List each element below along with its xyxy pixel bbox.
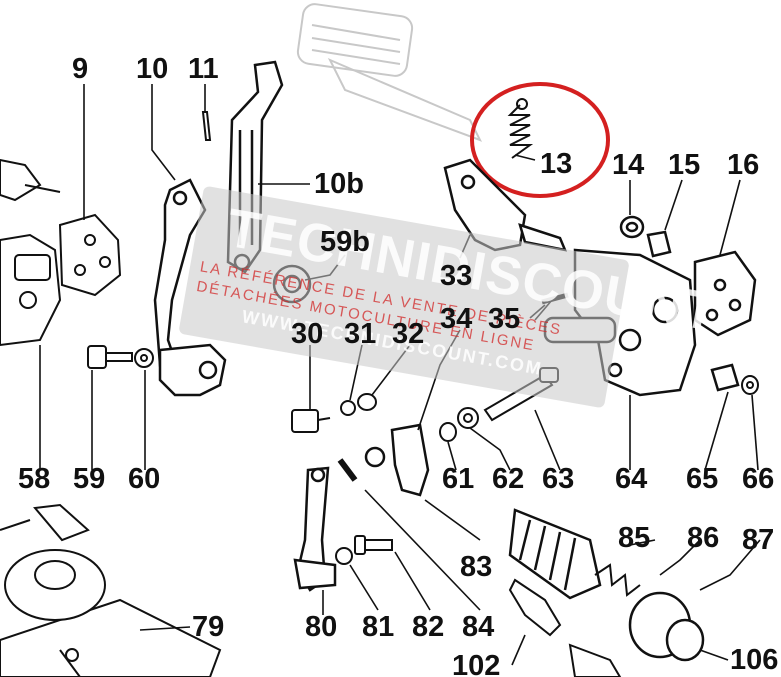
part-label-82: 82: [412, 611, 445, 643]
part-79-base: [0, 503, 222, 677]
part-label-9: 9: [72, 53, 89, 85]
part-label-63: 63: [542, 463, 575, 495]
part-label-81: 81: [362, 611, 395, 643]
part-label-84: 84: [462, 611, 495, 643]
part-label-86: 86: [687, 522, 720, 554]
part-87-106-cap: [628, 591, 705, 662]
part-label-11: 11: [188, 53, 219, 85]
part-80-arm: [293, 466, 337, 592]
part-label-62: 62: [492, 463, 525, 495]
part-label-83: 83: [460, 551, 493, 583]
part-11-clip: [201, 111, 212, 141]
part-65-bushing: [710, 363, 740, 392]
part-label-61: 61: [442, 463, 475, 495]
part-label-35: 35: [488, 303, 521, 335]
part-label-106: 106: [730, 644, 779, 676]
part-58-housing: [0, 158, 62, 347]
part-label-59: 59: [73, 463, 106, 495]
part-16-plate: [693, 250, 757, 337]
part-15-bushing: [646, 230, 672, 258]
part-9-bracket: [58, 213, 122, 297]
part-81-82-bolt: [335, 535, 393, 565]
part-label-65: 65: [686, 463, 719, 495]
part-label-59b: 59b: [320, 226, 370, 258]
part-102-fitting: [508, 578, 622, 677]
part-label-15: 15: [668, 149, 701, 181]
part-label-87: 87: [742, 524, 775, 556]
part-label-102: 102: [452, 650, 501, 677]
part-84-clip: [337, 458, 358, 482]
part-label-33: 33: [440, 260, 473, 292]
ghost-pedal: [296, 3, 483, 142]
part-label-31: 31: [344, 318, 377, 350]
part-label-30: 30: [291, 318, 324, 350]
part-59-bolt: [87, 345, 154, 369]
part-label-60: 60: [128, 463, 161, 495]
part-34-bracket: [364, 423, 430, 497]
part-label-80: 80: [305, 611, 338, 643]
part-label-10b: 10b: [314, 168, 364, 200]
part-13-spring: [507, 98, 534, 159]
part-label-16: 16: [727, 149, 760, 181]
part-86-spring: [594, 563, 641, 597]
part-31-32-washers: [340, 393, 377, 416]
part-85-filter: [508, 508, 602, 600]
part-label-58: 58: [18, 463, 51, 495]
part-30-link: [291, 409, 331, 433]
part-label-32: 32: [392, 318, 425, 350]
part-label-66: 66: [742, 463, 775, 495]
part-61-62-washers: [439, 407, 479, 442]
highlight-circle: [470, 82, 610, 198]
part-label-64: 64: [615, 463, 648, 495]
part-label-85: 85: [618, 522, 651, 554]
part-label-79: 79: [192, 611, 225, 643]
part-label-14: 14: [612, 149, 645, 181]
part-14-washer: [619, 215, 645, 239]
part-66-washer: [741, 375, 759, 395]
part-label-10: 10: [136, 53, 169, 85]
part-label-34: 34: [440, 303, 473, 335]
part-label-13: 13: [540, 148, 573, 180]
